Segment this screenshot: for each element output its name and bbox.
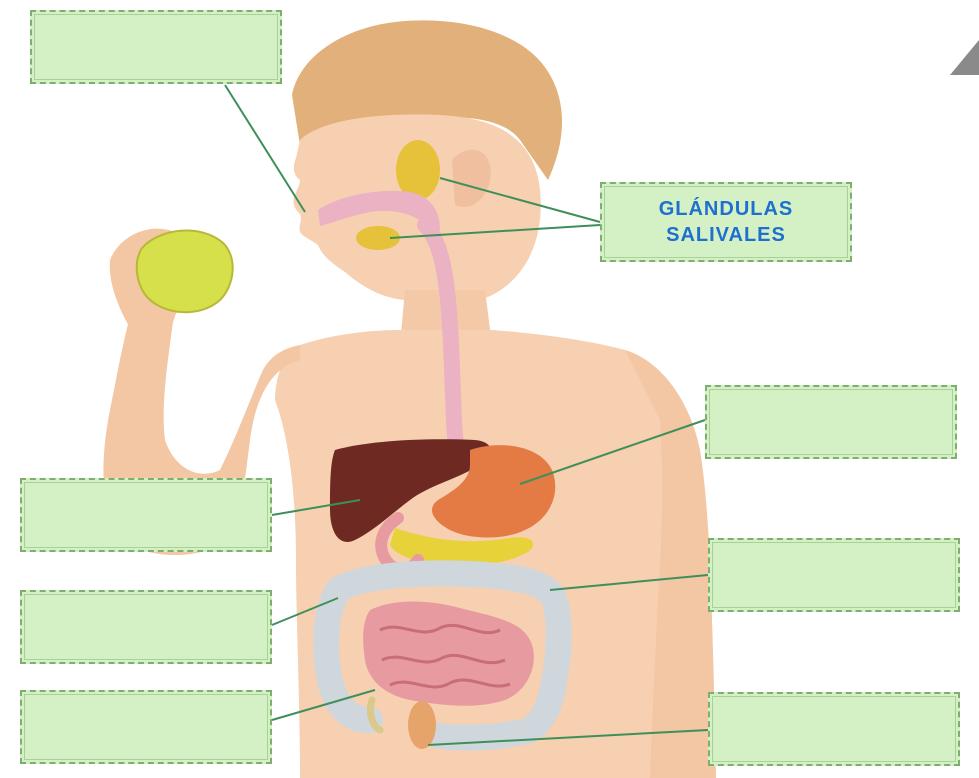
label-box-stomach [705, 385, 957, 459]
parotid-gland [396, 140, 440, 200]
label-box-small-intestine [20, 590, 272, 664]
label-box-appendix [20, 690, 272, 764]
leader-line-mouth [225, 85, 305, 212]
label-box-mouth [30, 10, 282, 84]
corner-triangle-icon [950, 40, 979, 75]
apple [137, 231, 233, 313]
label-text-salivary-glands-line1: GLÁNDULAS [602, 198, 850, 221]
label-box-liver [20, 478, 272, 552]
label-text-salivary-glands-line2: SALIVALES [602, 224, 850, 247]
label-box-large-intestine [708, 538, 960, 612]
rectum [408, 701, 436, 749]
label-box-rectum [708, 692, 960, 766]
label-box-salivary-glands: GLÁNDULAS SALIVALES [600, 182, 852, 262]
